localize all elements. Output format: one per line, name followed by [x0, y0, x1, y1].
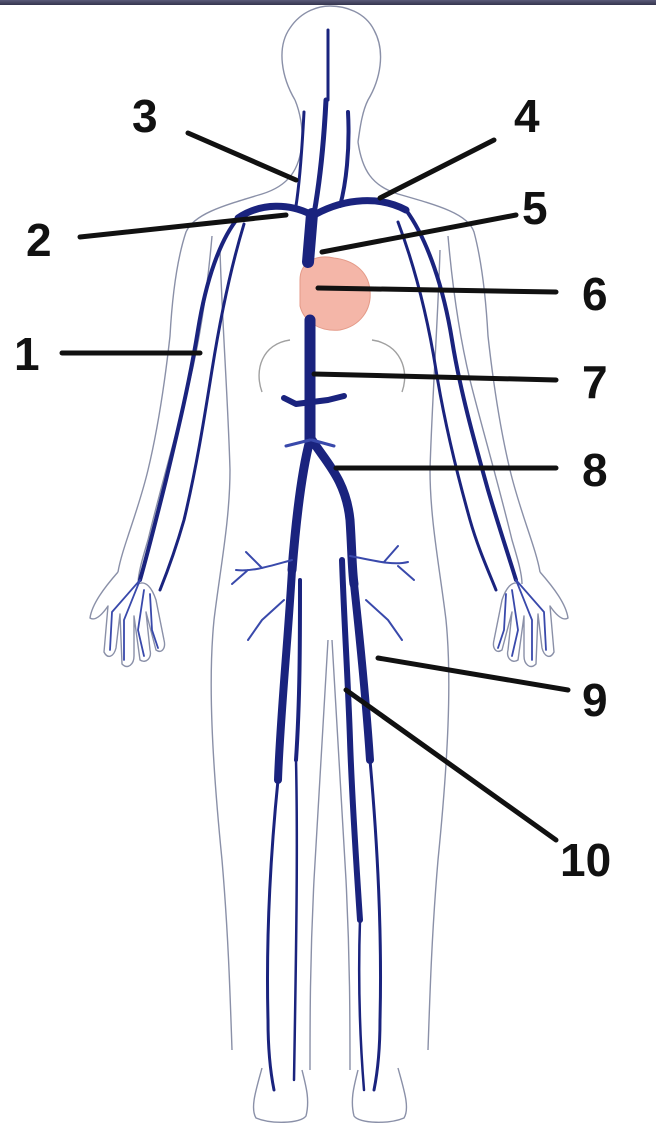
- basilic-vein-right: [398, 222, 496, 590]
- basilic-vein-left: [160, 224, 244, 590]
- inner-leg-left: [310, 640, 328, 1070]
- body-outline: [90, 6, 568, 1122]
- lower-leg-left: [267, 780, 278, 1090]
- pelvic-branch-left: [232, 552, 292, 640]
- femoral-vein-left: [278, 570, 292, 780]
- label-2: 2: [26, 214, 52, 266]
- superior-vena-cava: [308, 214, 312, 262]
- leader-line-9: [378, 658, 568, 690]
- external-jugular-right: [340, 112, 349, 206]
- label-10: 10: [560, 834, 611, 886]
- leader-line-7: [314, 374, 556, 380]
- cephalic-vein-right: [406, 210, 516, 580]
- torso-outline-right: [358, 142, 540, 572]
- label-4: 4: [514, 90, 540, 142]
- lower-leg-left-2: [294, 760, 297, 1080]
- label-3: 3: [132, 90, 158, 142]
- rib-arc: [259, 340, 405, 392]
- leader-line-4: [380, 140, 494, 198]
- common-iliac-left: [292, 440, 310, 570]
- inner-arm-left: [138, 236, 212, 584]
- head-outline-left: [295, 100, 302, 142]
- femoral-vein-right: [354, 584, 370, 760]
- label-9: 9: [582, 674, 608, 726]
- head-outline: [282, 6, 381, 142]
- leader-line-3: [188, 133, 296, 180]
- foot-right-outline: [352, 1068, 406, 1122]
- great-saphenous-left: [296, 580, 300, 760]
- cephalic-vein-left: [140, 218, 238, 580]
- lower-leg-right-2: [359, 920, 364, 1090]
- brachiocephalic-right: [316, 201, 406, 214]
- foot-left-outline: [254, 1068, 308, 1122]
- label-7: 7: [582, 356, 608, 408]
- leader-line-2: [80, 215, 286, 237]
- leader-line-10: [346, 690, 556, 840]
- label-5: 5: [522, 182, 548, 234]
- label-8: 8: [582, 444, 608, 496]
- torso-side-left: [211, 250, 232, 1050]
- label-6: 6: [582, 268, 608, 320]
- lower-leg-right: [370, 760, 381, 1090]
- veins: [110, 30, 546, 1090]
- hand-left-outline: [90, 572, 165, 666]
- external-jugular-left: [296, 112, 304, 206]
- torso-side-right: [428, 250, 449, 1050]
- jugular-vein: [314, 100, 326, 214]
- common-iliac-right: [312, 440, 354, 584]
- leader-line-5: [322, 215, 516, 252]
- label-1: 1: [14, 328, 40, 380]
